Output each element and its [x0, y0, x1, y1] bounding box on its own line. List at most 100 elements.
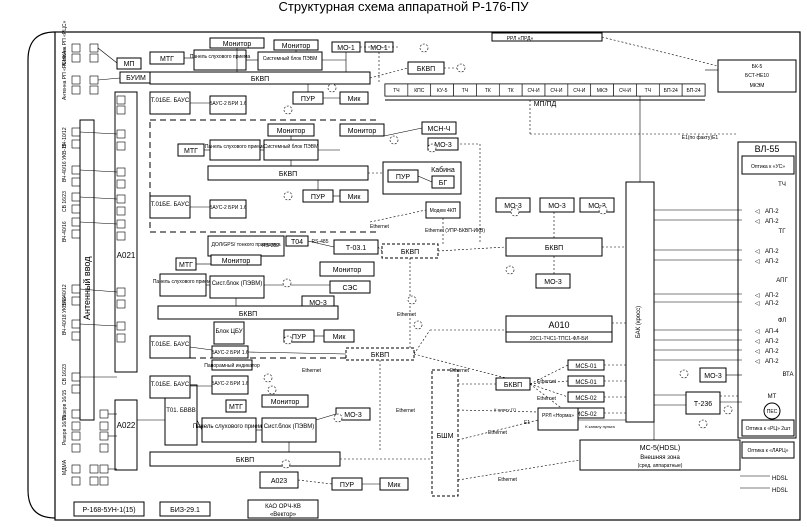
- vl55-port-label: АП-2: [765, 209, 779, 215]
- mo3g-label: МО-3: [544, 279, 562, 286]
- sez-block: [329, 280, 371, 294]
- bkvp3-label: БКВП: [239, 311, 257, 318]
- a022-label: А022: [117, 421, 136, 430]
- gps-label: ДОЛ/GPS/ тонкого приемника: [211, 242, 280, 248]
- connector-circle: [510, 207, 520, 217]
- right-box3-label: МКЭМ: [750, 83, 765, 89]
- monitor1-label: Монитор: [223, 41, 252, 48]
- mtg2-label: МТГ: [184, 148, 198, 155]
- vl55-port-label: АП-2: [765, 249, 779, 255]
- ethernet-labels: Ethernet Ethernet Ethernet Ethernet Ethe…: [302, 224, 557, 483]
- right-top-frame: [717, 59, 797, 93]
- mo1b-label: МО-1: [370, 45, 388, 52]
- vl55-vta: ВТА: [782, 372, 793, 378]
- mc502b-label: МС5-02: [575, 412, 597, 418]
- connector-circle: [413, 320, 423, 330]
- eth-ubkvp-label: Ethernet (УПР-БКВП-ИКВ): [425, 228, 485, 234]
- monitor-s4-block: [261, 394, 309, 408]
- bshm-label: БШМ: [437, 433, 454, 440]
- antenna-input-label: Антенный ввод: [82, 256, 92, 320]
- bottom-bez-block: [159, 501, 211, 517]
- a021-label: А021: [117, 251, 136, 260]
- antenna-label-9: СВ 16/23: [62, 364, 68, 385]
- connector-circle: [723, 405, 733, 415]
- a023-label: А023: [271, 478, 287, 485]
- panel1-label: Панель слухового приема: [190, 54, 251, 60]
- baus3-label: БАУС-2 БРИ 1.6: [211, 350, 249, 356]
- ethernet-label-3: Ethernet: [302, 368, 322, 374]
- strip-cell-label: СЧ-И: [573, 88, 585, 94]
- bottom-bez-label: БИЗ-29.1: [170, 507, 200, 514]
- a010-sub-label: 20С1-ТЧС1-ТПС1-ФЛ-БИ: [530, 336, 589, 342]
- port-icon: ◁: [755, 259, 760, 265]
- monitor4-block: [339, 123, 385, 137]
- mik3-label: Мик: [333, 334, 347, 341]
- vl55-port-label: АП-2: [765, 219, 779, 225]
- panel3-label: Панель слухового приема: [153, 279, 214, 285]
- mo3f-label: МО-3: [588, 203, 606, 210]
- bkvp3-block: [157, 305, 339, 320]
- panel-ind-block: [211, 359, 253, 371]
- a021-block: [114, 91, 138, 373]
- panel2-block: [209, 139, 261, 161]
- vl55-optika3-block: [741, 441, 795, 459]
- hdsl-label-1: HDSL: [772, 476, 789, 482]
- t236-label: Т-236: [694, 401, 712, 408]
- bottom-kao-block: [247, 499, 319, 519]
- monitor-s4-label: Монитор: [271, 399, 300, 406]
- panel1-block: [193, 49, 247, 71]
- vl55-port-label: АП-2: [765, 359, 779, 365]
- antenna-label-2: Антенна РП «РСМКА»: [62, 48, 68, 100]
- modem-label: Модем 4КП: [430, 208, 457, 214]
- mc502a-label: МС5-02: [575, 396, 597, 402]
- ethernet-label-2: Ethernet: [397, 312, 417, 318]
- bottom-r168-label: Р-168-5УН-1(15): [82, 507, 135, 514]
- connector-circle: [389, 135, 399, 145]
- antenna-label-3: ВЧ-10/12: [62, 127, 68, 148]
- sysblock3-label: Сист.блок (ПЭВМ): [212, 281, 262, 287]
- panel4-block: [201, 417, 257, 443]
- ethernet-label-7: Ethernet: [537, 396, 557, 402]
- mik1-label: Мик: [348, 96, 362, 103]
- connector-circle: [327, 83, 337, 93]
- sred-app-label: (сред. аппаратные): [638, 463, 683, 469]
- cbu-block: [213, 321, 245, 345]
- bshm-block: [431, 369, 459, 497]
- baus1-block: [209, 95, 247, 115]
- strip-cell-label: СЧ-И: [619, 88, 631, 94]
- mik4-label: Мик: [388, 482, 402, 489]
- vl55-port-label: АП-2: [765, 339, 779, 345]
- panel2-label: Панель слухового приема: [205, 144, 266, 150]
- ethernet-label-1: Ethernet: [370, 224, 390, 230]
- pcs-circle: [763, 402, 781, 420]
- port-icon: ◁: [755, 339, 760, 345]
- antenna-label-7: ВЧ-40/12: [62, 284, 68, 305]
- vl55-optika1-block: [741, 155, 795, 175]
- bottom-kao1-label: КАО ОРЧ-КВ: [265, 504, 301, 510]
- mik2-label: Мик: [348, 194, 362, 201]
- baus2-block: [209, 199, 247, 219]
- vl55-optika1-label: Оптика к «УС»: [751, 164, 785, 170]
- mtg1-label: МТГ: [160, 56, 174, 63]
- mtg4-label: МТГ: [229, 404, 243, 411]
- connector-circle: [333, 413, 343, 423]
- pur3-label: ПУР: [396, 174, 410, 181]
- bkvp5-block: [345, 347, 415, 361]
- monitor6-label: Монитор: [333, 267, 362, 274]
- strip-cell-label: КУ-5: [437, 88, 448, 94]
- monitor5-label: Монитор: [222, 258, 251, 265]
- strip-cell-label: ТК: [508, 88, 514, 94]
- bkvp8-label: БКВП: [545, 245, 563, 252]
- strip-cell-label: ТЧ: [393, 88, 399, 94]
- baus1-label: БАУС-2 БРИ 1.6: [209, 101, 247, 107]
- tbaus2-label: Т.01БЕ. БАУС: [151, 202, 190, 208]
- mo3e-block: [539, 197, 575, 213]
- buim-label: БУИМ: [126, 75, 146, 82]
- tbaus1-label: Т.01БЕ. БАУС: [151, 98, 190, 104]
- vl55-panel: [737, 141, 797, 439]
- a022-block: [114, 399, 138, 471]
- cbu-label: Блок ЦБУ: [215, 329, 242, 335]
- outer-frame: [54, 31, 801, 521]
- diagram-title: Структурная схема аппаратной Р-176-ПУ: [278, 0, 529, 14]
- ethernet-bus: [529, 364, 626, 414]
